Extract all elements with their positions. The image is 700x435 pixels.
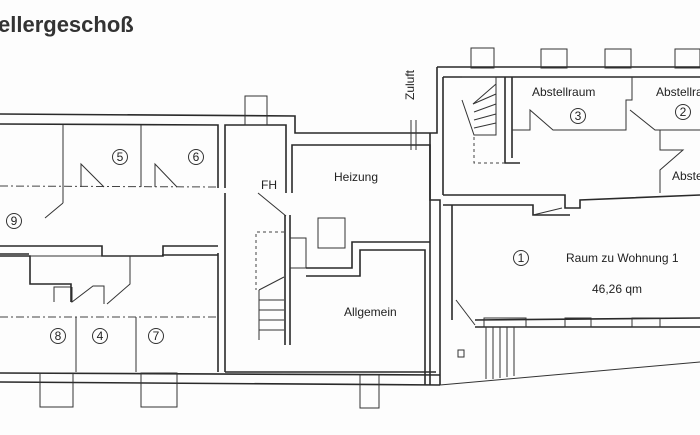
label-zuluft: Zuluft [403,69,417,100]
label-area: 46,26 qm [592,282,642,296]
room-number-3: 3 [575,109,582,123]
label-abstellraum-3: Abstellraum [532,85,595,99]
room-numbers [6,104,691,344]
label-raum-zu-wohnung: Raum zu Wohnung 1 [566,251,679,265]
label-heizung: Heizung [334,170,378,184]
room-number-5: 5 [117,150,124,164]
walls-right [429,47,700,386]
walls-left [0,67,441,409]
room-number-7: 7 [153,329,160,343]
label-allgemein: Allgemein [344,305,397,319]
room-number-4: 4 [97,329,104,343]
room-number-1: 1 [518,251,525,265]
room-number-6: 6 [193,150,200,164]
room-number-2: 2 [680,105,687,119]
label-fh: FH [261,178,277,192]
label-abstellraum-right: Abste [672,169,700,183]
room-number-8: 8 [55,329,62,343]
plan-title: ellergeschoß [0,12,134,37]
room-number-9: 9 [11,214,18,228]
walls-center [255,120,430,385]
label-abstellraum-2: Abstellra [656,85,700,99]
